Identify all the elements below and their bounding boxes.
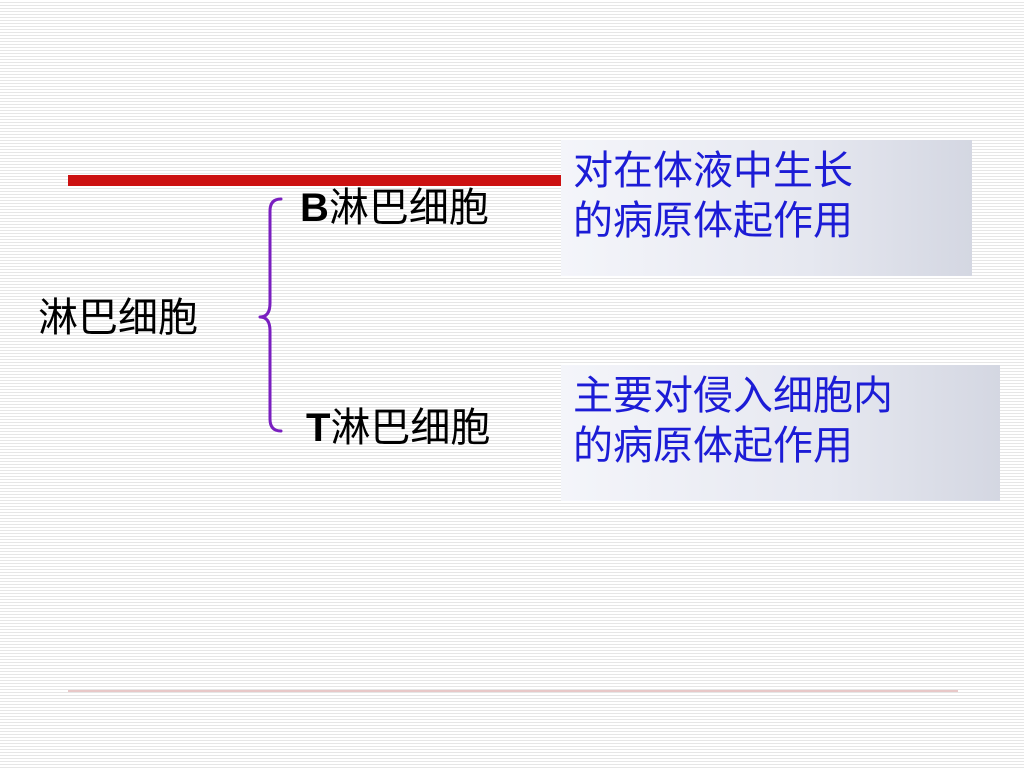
t-lymphocyte-label: T淋巴细胞 <box>306 408 490 448</box>
main-label: 淋巴细胞 <box>38 295 198 341</box>
curly-brace-icon <box>258 197 283 433</box>
t-lymphocyte-description-box: 主要对侵入细胞内 的病原体起作用 <box>561 365 1000 501</box>
b-lymphocyte-description-box: 对在体液中生长 的病原体起作用 <box>561 140 972 276</box>
b-lymphocyte-label: B淋巴细胞 <box>300 188 489 228</box>
b-description-line-2: 的病原体起作用 <box>573 198 853 244</box>
b-lymphocyte-name: 淋巴细胞 <box>328 185 489 231</box>
b-letter: B <box>300 186 329 230</box>
t-letter: T <box>306 406 331 450</box>
t-description-line-1: 主要对侵入细胞内 <box>573 373 893 419</box>
title-bar-decoration <box>68 175 562 186</box>
footer-divider <box>68 690 958 692</box>
t-lymphocyte-name: 淋巴细胞 <box>330 405 491 451</box>
t-description-line-2: 的病原体起作用 <box>573 423 853 469</box>
b-description-line-1: 对在体液中生长 <box>573 148 853 194</box>
